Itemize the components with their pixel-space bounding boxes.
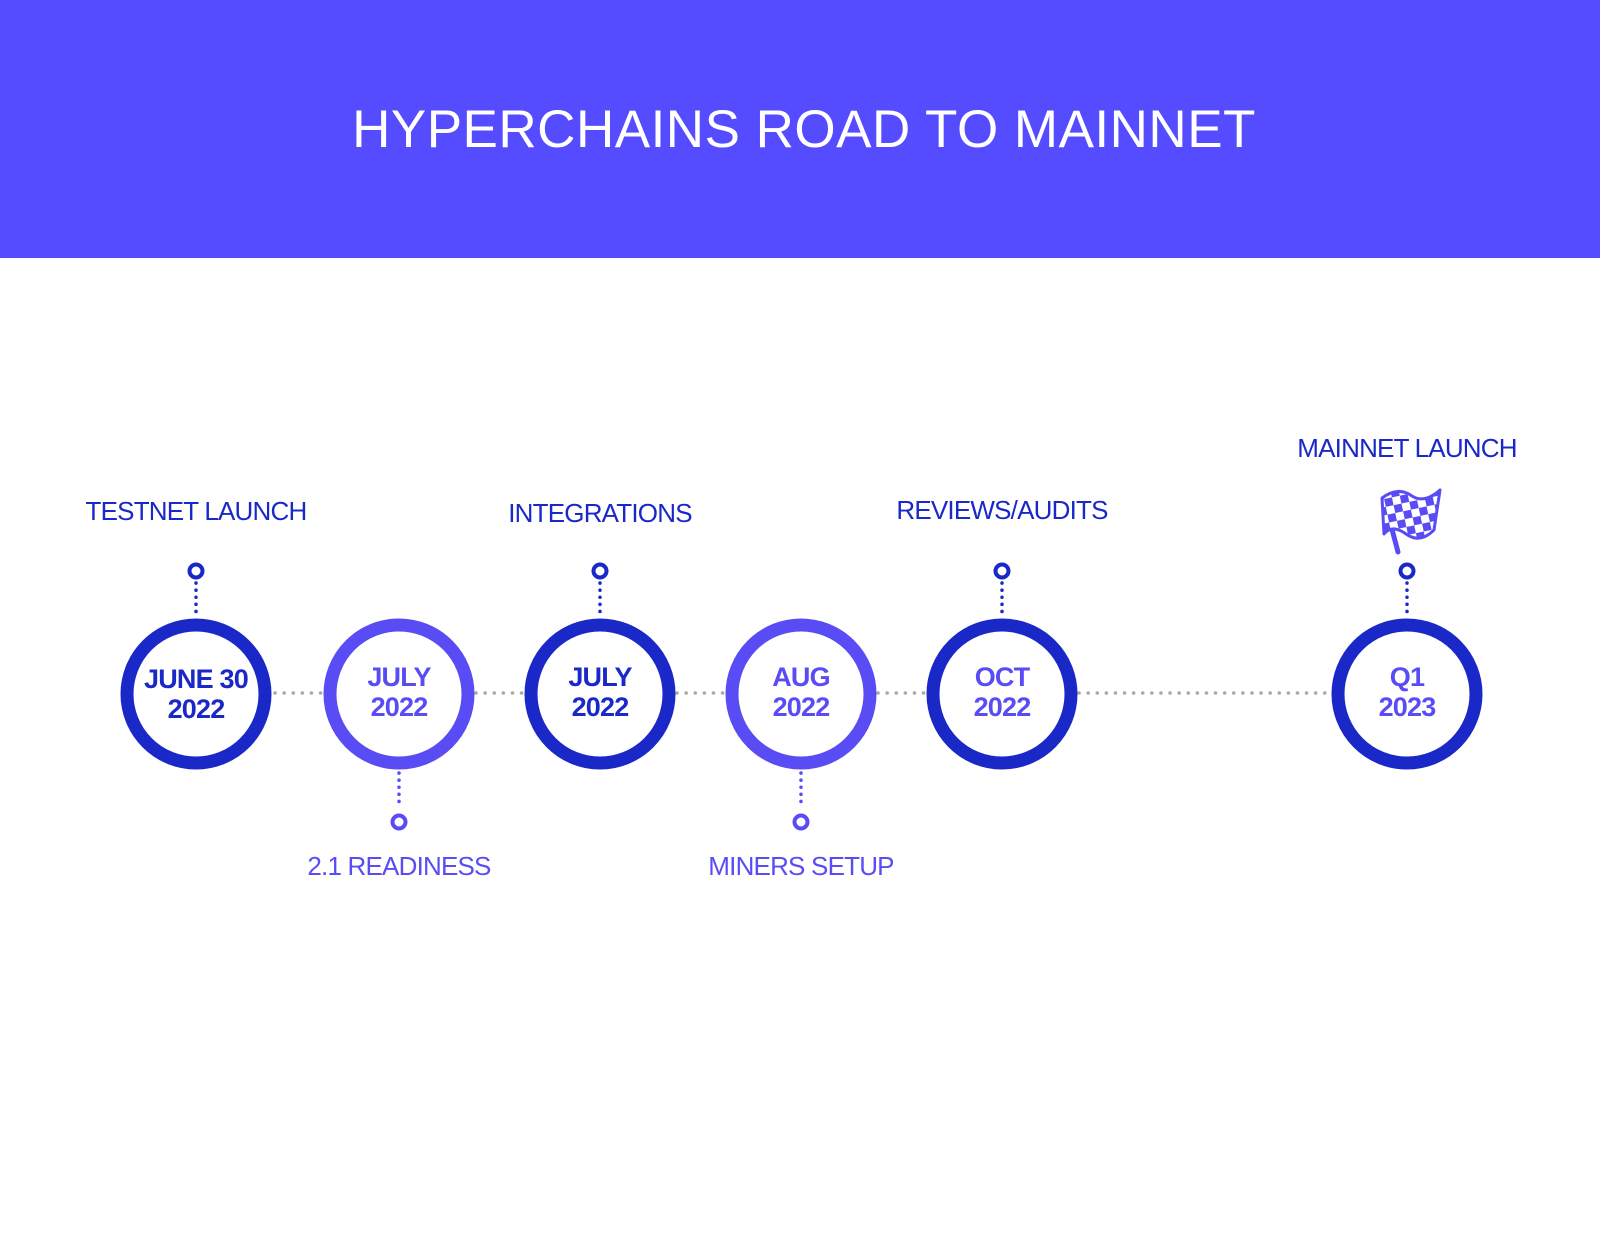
milestone-aug-2022: AUG 2022 MINERS SETUP	[708, 618, 895, 881]
pin-marker-icon	[591, 562, 609, 580]
milestone-circle	[926, 618, 1078, 770]
milestone-date-line2: 2023	[1379, 692, 1437, 722]
milestone-date-line1: JULY	[568, 662, 632, 692]
milestone-circle	[323, 618, 475, 770]
milestone-label: INTEGRATIONS	[508, 498, 692, 528]
milestone-label: REVIEWS/AUDITS	[896, 495, 1108, 525]
milestone-date-line1: JUNE 30	[144, 664, 248, 694]
milestone-label: MINERS SETUP	[708, 851, 893, 881]
milestone-circle	[1331, 618, 1483, 770]
pin-marker-icon	[390, 813, 408, 831]
milestone-circle	[524, 618, 676, 770]
milestone-date-line2: 2022	[773, 692, 830, 722]
milestone-date-line1: Q1	[1390, 662, 1425, 692]
pin-marker-icon	[993, 562, 1011, 580]
milestone-date-line2: 2022	[168, 694, 225, 724]
milestone-date-line1: JULY	[367, 662, 431, 692]
milestone-label: 2.1 READINESS	[307, 851, 491, 881]
milestone-date-line2: 2022	[974, 692, 1031, 722]
milestone-oct-2022: REVIEWS/AUDITS OCT 2022	[896, 495, 1109, 770]
milestone-date-line2: 2022	[572, 692, 629, 722]
milestone-q1-2023: MAINNET LAUNCH Q1 2023	[1297, 433, 1518, 770]
milestone-june-30-2022: TESTNET LAUNCH JUNE 30 2022	[86, 496, 307, 770]
header-banner: HYPERCHAINS ROAD TO MAINNET	[0, 0, 1600, 258]
pin-marker-icon	[792, 813, 810, 831]
pin-marker-icon	[1398, 562, 1416, 580]
milestone-circle	[725, 618, 877, 770]
milestone-date-line1: OCT	[975, 662, 1031, 692]
milestone-circle	[120, 618, 272, 770]
milestone-date-line2: 2022	[371, 692, 428, 722]
milestone-label: TESTNET LAUNCH	[86, 496, 307, 526]
milestone-date-line1: AUG	[772, 662, 830, 692]
milestone-label: MAINNET LAUNCH	[1297, 433, 1516, 463]
milestone-july-2022-readiness: JULY 2022 2.1 READINESS	[307, 618, 492, 881]
checkered-flag-icon	[1380, 488, 1442, 555]
page-title: HYPERCHAINS ROAD TO MAINNET	[352, 100, 1256, 159]
milestone-july-2022-integrations: INTEGRATIONS JULY 2022	[508, 498, 693, 770]
pin-marker-icon	[187, 562, 205, 580]
